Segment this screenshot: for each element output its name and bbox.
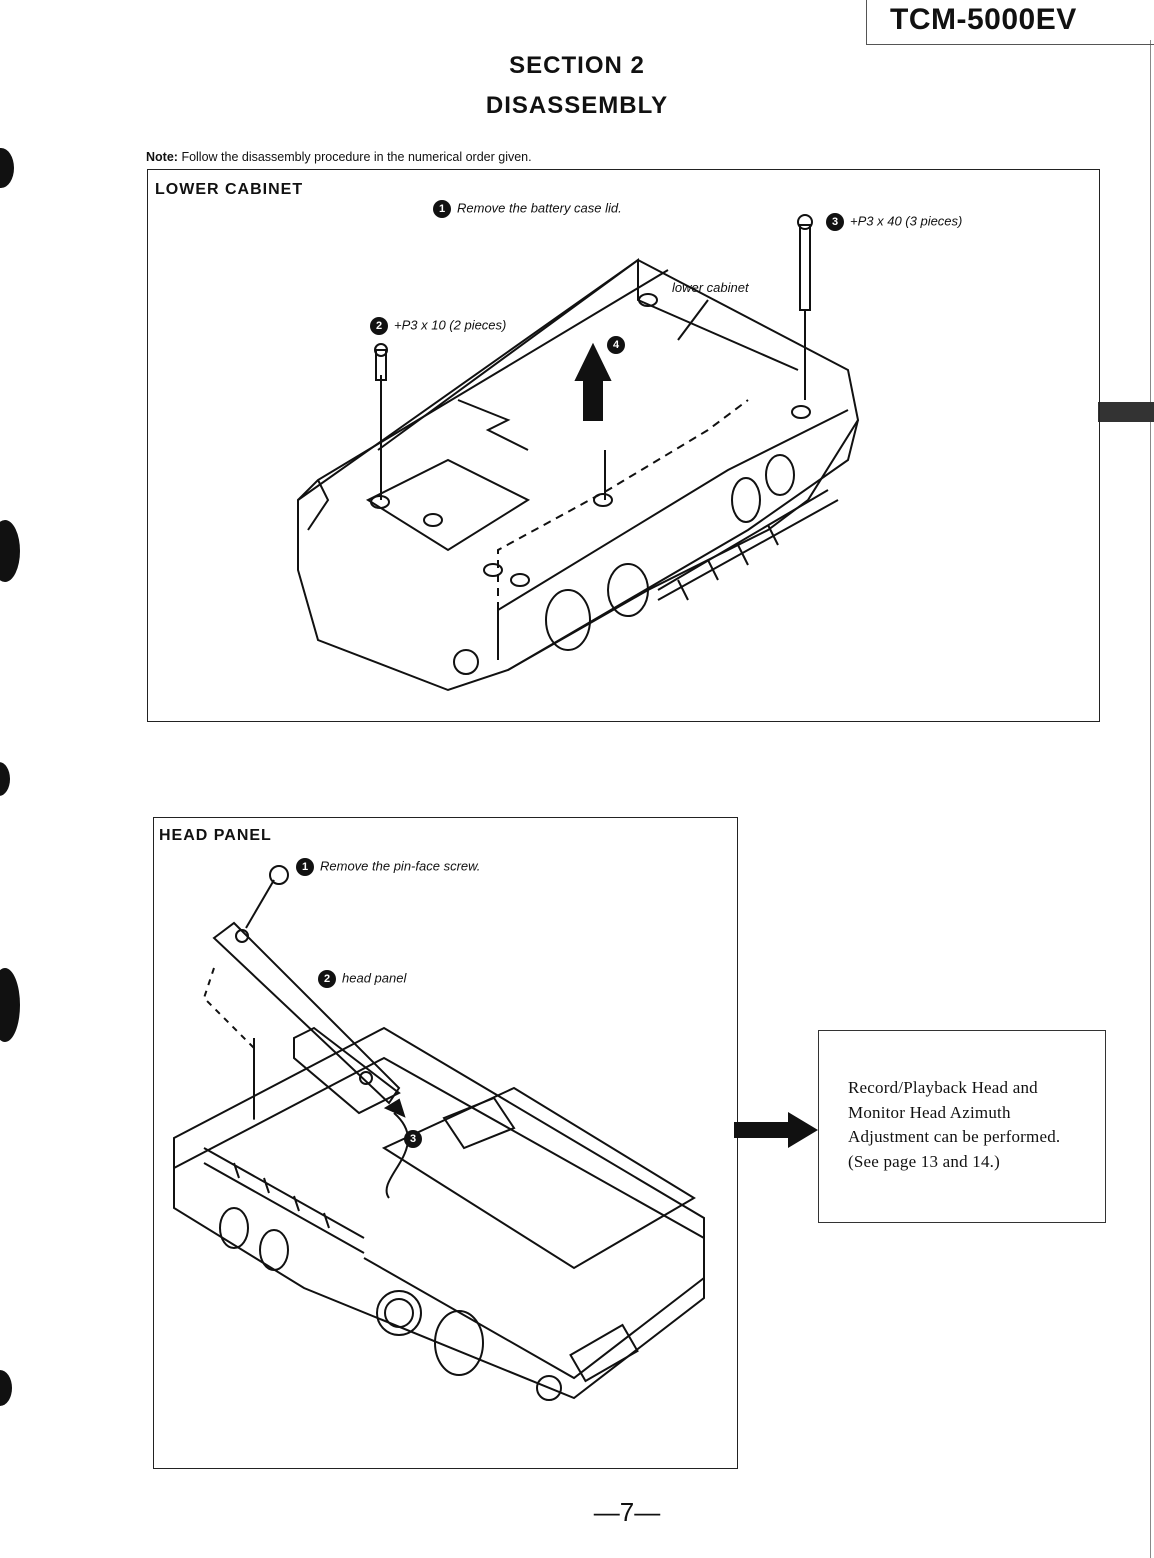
- page-edge-line: [1150, 40, 1151, 1558]
- head-step-2: 2 head panel: [318, 970, 406, 988]
- head-panel-panel: [153, 817, 738, 1469]
- side-note-text: Record/Playback Head and Monitor Head Az…: [848, 1078, 1061, 1171]
- step-text: +P3 x 10 (2 pieces): [394, 317, 507, 333]
- step-text: head panel: [342, 970, 407, 986]
- lower-cabinet-panel: [147, 169, 1100, 722]
- page-title: DISASSEMBLY: [485, 92, 669, 119]
- step-number: 2: [318, 970, 336, 988]
- note-text: Follow the disassembly procedure in the …: [181, 150, 532, 164]
- step-number: 2: [370, 317, 388, 335]
- step-number: 1: [296, 858, 314, 876]
- step-number: 4: [607, 336, 625, 354]
- model-number: TCM-5000EV: [890, 3, 1077, 36]
- step-number: 3: [826, 213, 844, 231]
- step-text: Remove the pin-face screw.: [320, 858, 481, 874]
- step-text: +P3 x 40 (3 pieces): [850, 213, 963, 229]
- step-text: Remove the battery case lid.: [457, 200, 622, 216]
- binder-hole-mark: [0, 1370, 12, 1406]
- binder-hole-mark: [0, 148, 14, 188]
- head-step-3: 3: [404, 1130, 428, 1148]
- side-note-box: [818, 1030, 1106, 1223]
- lower-cabinet-illustration: [297, 214, 860, 692]
- section-tab-marker: [1098, 402, 1154, 422]
- note-label: Note:: [146, 150, 178, 164]
- page-number: —7—: [593, 1497, 661, 1527]
- step-number: 1: [433, 200, 451, 218]
- head-step-1: 1 Remove the pin-face screw.: [296, 858, 480, 876]
- lower-step-2: 2 +P3 x 10 (2 pieces): [370, 317, 506, 335]
- note: Note: Follow the disassembly procedure i…: [146, 150, 532, 164]
- section-heading: SECTION 2: [509, 52, 645, 79]
- lower-step-1: 1 Remove the battery case lid.: [433, 200, 622, 218]
- step-number: 3: [404, 1130, 422, 1148]
- lower-cabinet-title: LOWER CABINET: [155, 181, 304, 198]
- binder-hole-mark: [0, 968, 20, 1042]
- binder-hole-mark: [0, 520, 20, 582]
- lower-step-3: 3 +P3 x 40 (3 pieces): [826, 213, 962, 231]
- head-panel-title: HEAD PANEL: [159, 827, 272, 844]
- right-arrow-icon: [734, 1112, 818, 1148]
- head-panel-illustration: [173, 865, 705, 1401]
- lower-step-4: 4: [607, 336, 631, 354]
- binder-hole-mark: [0, 762, 10, 796]
- model-box: [866, 0, 1154, 45]
- lower-cabinet-part-label: lower cabinet: [672, 280, 749, 295]
